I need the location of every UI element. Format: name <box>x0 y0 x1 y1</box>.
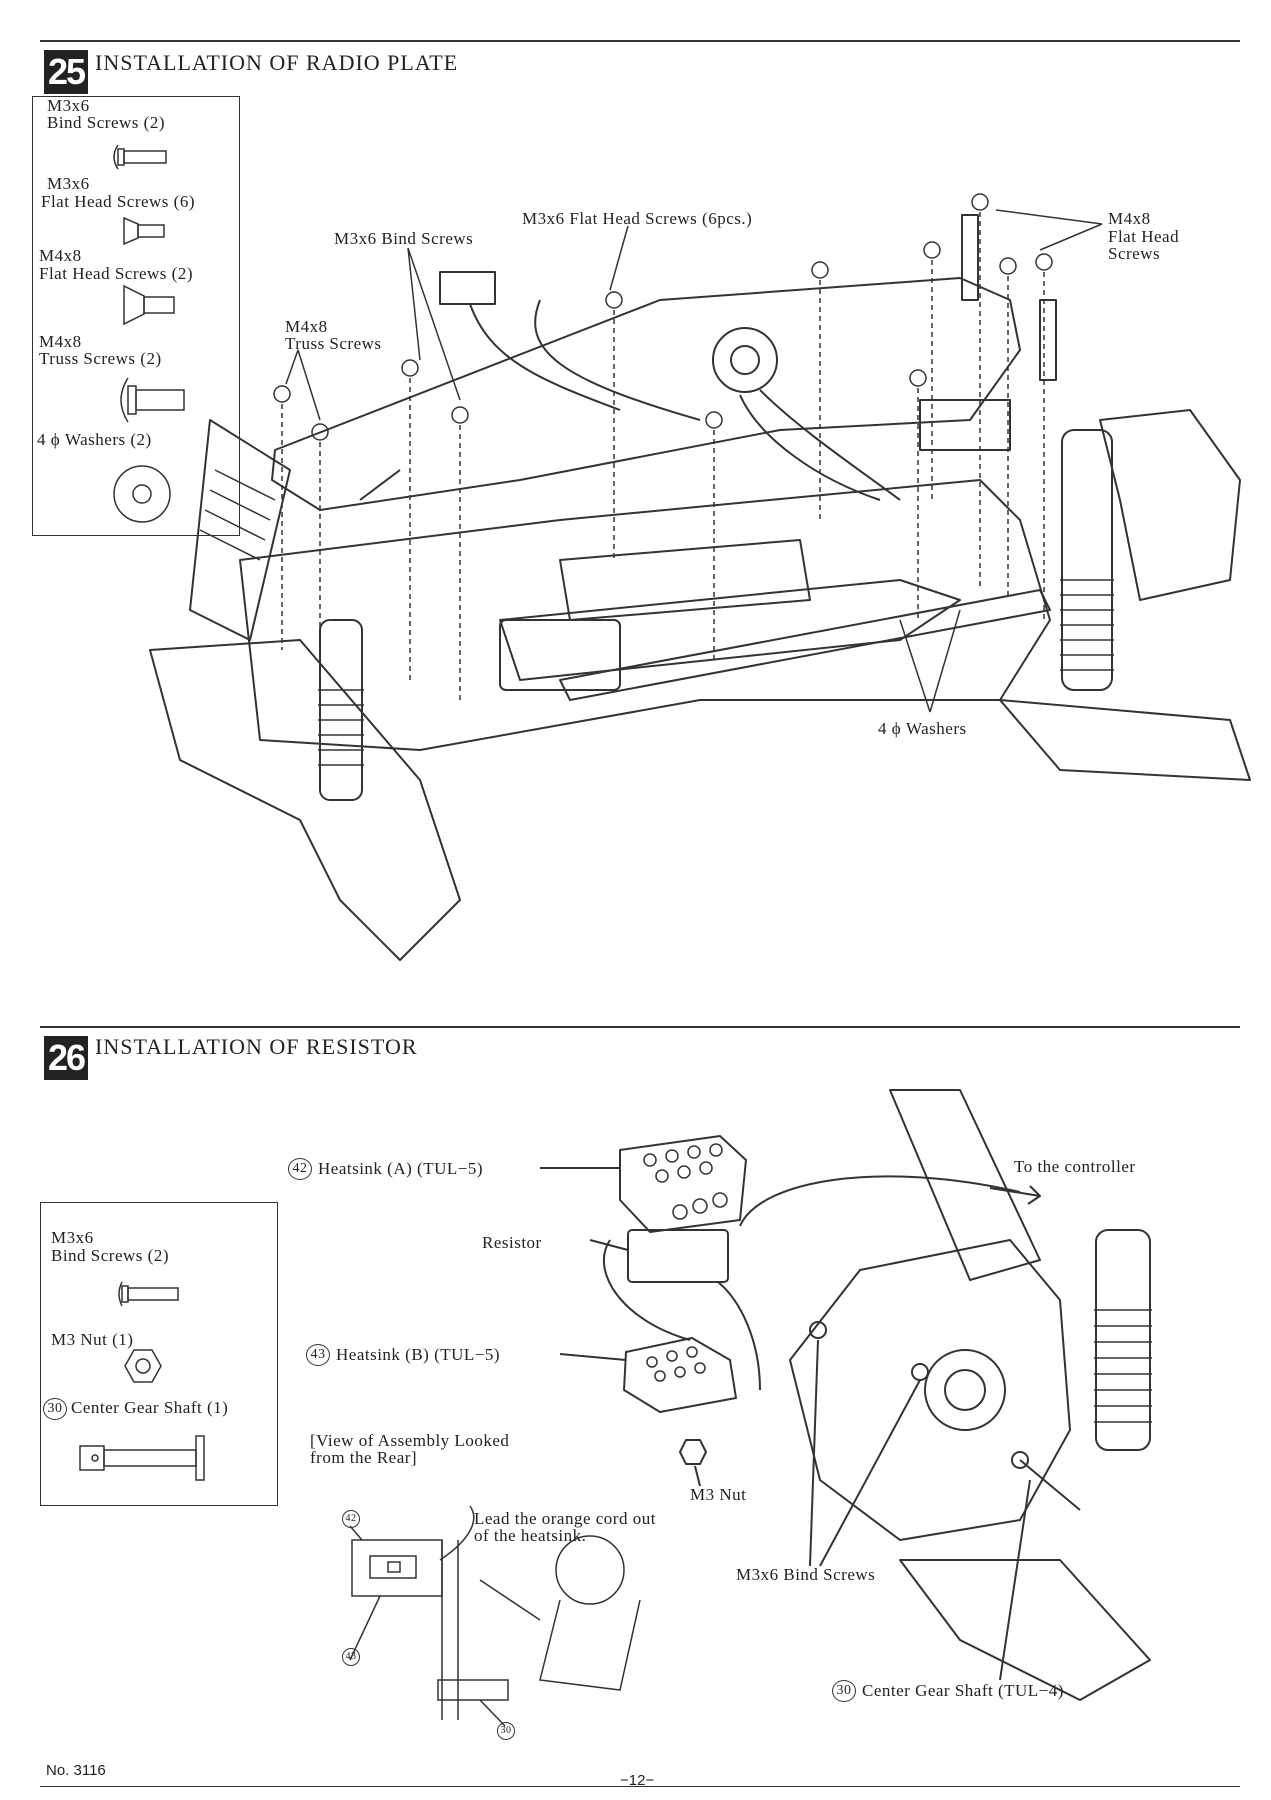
post <box>961 214 979 301</box>
part-name: Flat Head Screws (2) <box>39 264 193 283</box>
step-26-number: 26 <box>44 1036 88 1080</box>
callout-to-controller: To the controller <box>1014 1157 1136 1176</box>
step-25-parts-box: M3x6 Bind Screws (2) M3x6 Flat Head Scre… <box>32 96 240 536</box>
part-name: Truss Screws (2) <box>39 349 162 368</box>
callout-m4-l2: Flat Head <box>1108 227 1180 246</box>
heatsink-b <box>623 1337 737 1413</box>
part-number: 30 <box>43 1398 67 1420</box>
part-name: Bind Screws (2) <box>47 113 165 132</box>
part-name: M3 Nut (1) <box>51 1330 134 1349</box>
part-size: M4x8 <box>39 332 82 351</box>
callout-washers: 4 ϕ Washers <box>878 719 967 738</box>
model-number: No. 3116 <box>46 1762 106 1779</box>
step-26-parts-box: M3x6 Bind Screws (2) M3 Nut (1) 30 Cente… <box>40 1202 278 1506</box>
part-name: Center Gear Shaft (1) <box>71 1398 229 1417</box>
page-number: −12− <box>620 1772 655 1789</box>
wire <box>469 303 621 411</box>
callout-view-l2: from the Rear] <box>310 1448 418 1467</box>
radio-plate <box>271 277 1021 511</box>
rear-gearbox <box>1099 409 1241 601</box>
truss-screw-icon <box>120 377 129 423</box>
callout-m4-l3: Screws <box>1108 244 1161 263</box>
spur-gear <box>924 1349 1006 1431</box>
callout-truss-l1: M4x8 <box>285 317 328 336</box>
rear-arm <box>899 1559 1151 1701</box>
resistor-wire <box>739 1175 1021 1227</box>
callout-view-l1: [View of Assembly Looked <box>310 1431 510 1450</box>
heatsink-b-number: 43 <box>306 1344 330 1366</box>
gear-case <box>789 1239 1071 1541</box>
mount-block <box>919 399 1011 451</box>
flat-head-screw-large-icon <box>123 284 145 326</box>
callout-bind-screws: M3x6 Bind Screws <box>334 229 474 248</box>
connector <box>439 271 496 305</box>
lower-plate <box>559 589 1051 701</box>
arrow-to-controller <box>989 1185 1041 1205</box>
assembly-guide-lines <box>281 212 1045 700</box>
callout-resistor: Resistor <box>482 1233 542 1252</box>
middle-rule <box>40 1026 1240 1028</box>
part-size: M3x6 <box>47 96 90 115</box>
callout-truss-l2: Truss Screws <box>285 334 382 353</box>
center-gear-shaft <box>1019 1459 1081 1511</box>
rear-shock <box>1095 1229 1151 1451</box>
rear-shock <box>1061 429 1113 691</box>
speed-controller <box>712 327 778 393</box>
nut-icon <box>124 1349 162 1383</box>
screw-markers <box>273 193 1053 441</box>
flat-head-screw-icon <box>123 216 139 246</box>
resistor <box>627 1229 729 1283</box>
bottom-rule <box>40 1786 1240 1787</box>
step-26-title: INSTALLATION OF RESISTOR <box>95 1034 418 1059</box>
shock-tower <box>889 1089 1041 1281</box>
heatsink-a <box>619 1135 747 1233</box>
part-size: M4x8 <box>39 246 82 265</box>
rear-view-inset <box>349 1505 641 1727</box>
inset-label-30: 30 <box>497 1722 515 1740</box>
washer-icon <box>113 465 171 523</box>
callout-heatsink-a: Heatsink (A) (TUL−5) <box>318 1159 483 1178</box>
servo <box>499 619 621 691</box>
callout-flat-head-6: M3x6 Flat Head Screws (6pcs.) <box>522 209 753 228</box>
step-25-number: 25 <box>44 50 88 94</box>
front-arm <box>149 639 461 961</box>
m3-nut <box>679 1439 707 1465</box>
rear-arm <box>999 699 1251 781</box>
callout-m4-l1: M4x8 <box>1108 209 1151 228</box>
inset-label-43: 43 <box>342 1648 360 1666</box>
bind-screw <box>911 1363 929 1381</box>
bind-screw <box>809 1321 827 1339</box>
bind-screw-icon <box>113 144 119 170</box>
part-name: Flat Head Screws (6) <box>41 192 195 211</box>
part-name: 4 ϕ Washers (2) <box>37 430 152 449</box>
front-shock-right <box>319 619 363 801</box>
bind-screw-icon <box>118 1281 123 1307</box>
part-name: Bind Screws (2) <box>51 1246 169 1265</box>
callout-lead-l2: of the heatsink. <box>474 1526 587 1545</box>
top-rule <box>40 40 1240 42</box>
callout-m3-nut: M3 Nut <box>690 1485 747 1504</box>
chassis <box>239 479 1051 751</box>
callout-heatsink-b: Heatsink (B) (TUL−5) <box>336 1345 501 1364</box>
callout-lead-l1: Lead the orange cord out <box>474 1509 656 1528</box>
callout-bind-screws: M3x6 Bind Screws <box>736 1565 876 1584</box>
mascot-figure <box>555 1535 625 1605</box>
part-size: M3x6 <box>47 174 90 193</box>
front-shock-left <box>189 419 291 641</box>
heatsink-a-number: 42 <box>288 1158 312 1180</box>
part-size: M3x6 <box>51 1228 94 1247</box>
post <box>1039 299 1057 381</box>
callout-center-gear-shaft: Center Gear Shaft (TUL−4) <box>862 1681 1064 1700</box>
step-25-title: INSTALLATION OF RADIO PLATE <box>95 50 459 75</box>
shaft-number: 30 <box>832 1680 856 1702</box>
